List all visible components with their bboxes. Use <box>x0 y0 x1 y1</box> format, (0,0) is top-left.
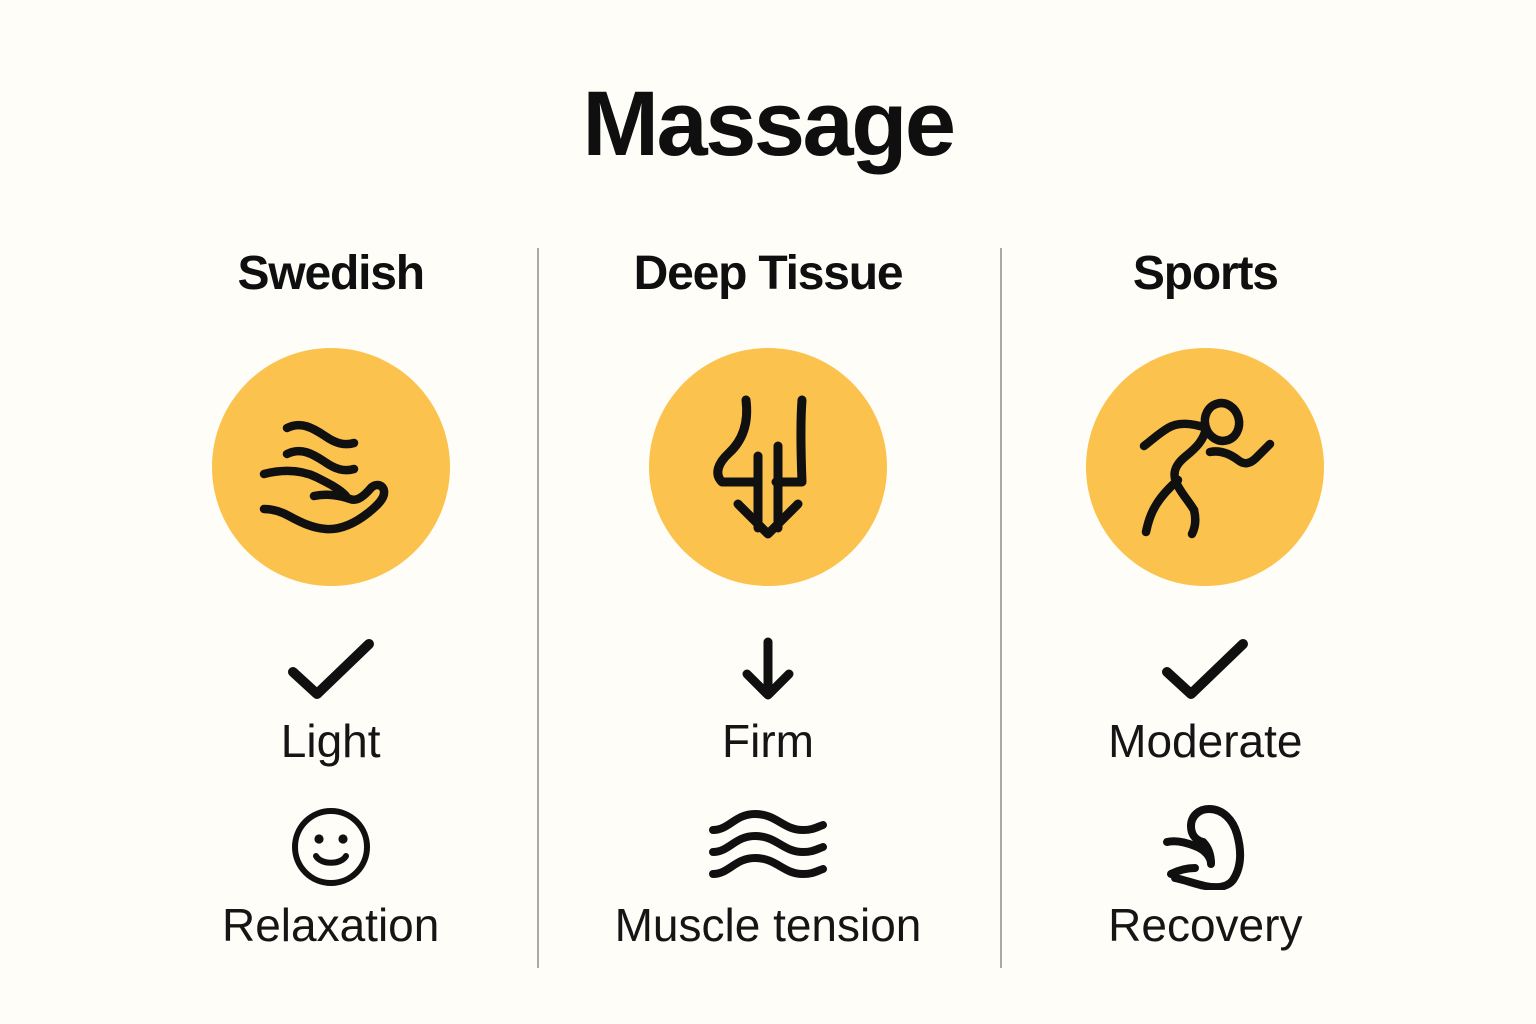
pressure-indicator-sports <box>1155 636 1255 702</box>
flexed-bicep-icon <box>1157 804 1253 890</box>
downward-pressure-arrow-icon <box>698 392 838 542</box>
column-title-deep-tissue: Deep Tissue <box>633 247 904 300</box>
column-divider-2 <box>1000 248 1002 968</box>
pressure-label-deep-tissue: Firm <box>722 715 814 767</box>
pressure-label-swedish: Light <box>280 715 381 767</box>
benefit-label-sports: Recovery <box>1108 899 1303 951</box>
pressure-label-sports: Moderate <box>1108 715 1303 767</box>
column-sports: Sports <box>987 238 1424 978</box>
check-icon <box>281 636 381 702</box>
smiley-face-icon <box>290 806 372 888</box>
page-title: Massage <box>582 73 956 175</box>
benefit-indicator-swedish <box>290 806 372 888</box>
hand-with-waves-icon <box>256 392 406 542</box>
badge-swedish <box>211 348 450 586</box>
running-person-icon <box>1130 392 1280 542</box>
column-title-swedish: Swedish <box>237 247 426 300</box>
pressure-indicator-deep-tissue <box>735 636 801 702</box>
badge-deep-tissue <box>648 348 887 586</box>
column-swedish: Swedish Light <box>112 238 549 978</box>
benefit-indicator-sports <box>1157 804 1253 890</box>
comparison-columns: Swedish Light <box>112 238 1424 978</box>
benefit-label-deep-tissue: Muscle tension <box>614 899 922 951</box>
down-arrow-icon <box>735 636 801 702</box>
column-title-sports: Sports <box>1132 247 1279 300</box>
benefit-label-swedish: Relaxation <box>221 899 440 951</box>
wavy-lines-icon <box>707 808 829 886</box>
badge-sports <box>1086 348 1325 586</box>
benefit-indicator-deep-tissue <box>707 806 829 888</box>
column-deep-tissue: Deep Tissue <box>549 238 986 978</box>
pressure-indicator-swedish <box>281 636 381 702</box>
check-icon <box>1155 636 1255 702</box>
column-divider-1 <box>537 248 539 968</box>
